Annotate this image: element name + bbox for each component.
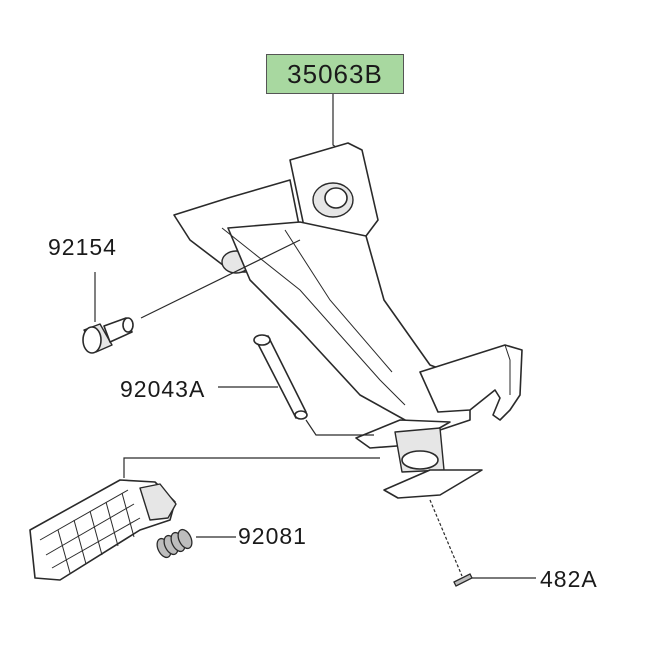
callout-92154: 92154 bbox=[48, 234, 117, 260]
footpeg-part bbox=[29, 457, 380, 581]
cotter-pin-part bbox=[429, 499, 536, 587]
pivot-pin-part bbox=[218, 334, 374, 436]
callout-92043a: 92043A bbox=[120, 376, 206, 402]
callout-482a: 482A bbox=[540, 566, 598, 592]
callout-92081: 92081 bbox=[238, 523, 307, 549]
bolt-part bbox=[82, 239, 301, 354]
spring-part bbox=[156, 528, 236, 559]
footpeg-bracket bbox=[173, 142, 523, 499]
callout-35063b: 35063B bbox=[266, 54, 404, 94]
leader-35063b bbox=[332, 92, 341, 151]
